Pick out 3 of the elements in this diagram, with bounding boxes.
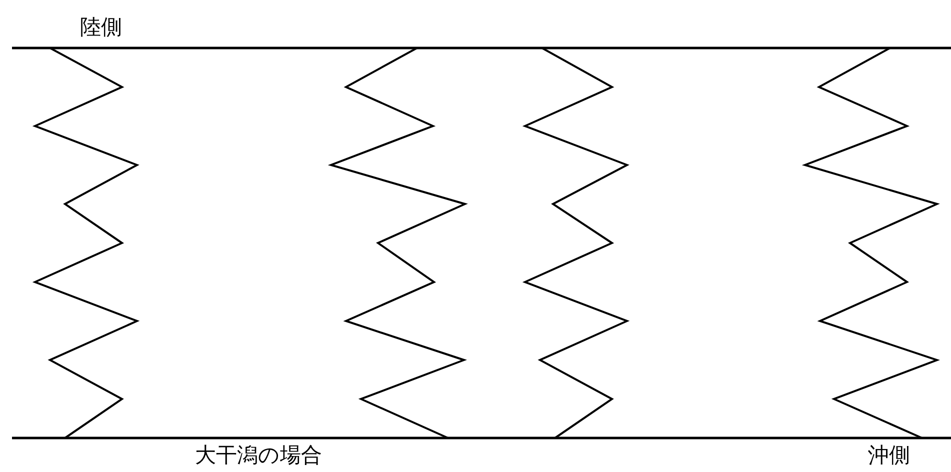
caption: 大干潟の場合 xyxy=(195,443,322,467)
land-side-label: 陸側 xyxy=(80,15,122,39)
offshore-side-label: 沖側 xyxy=(868,443,910,467)
